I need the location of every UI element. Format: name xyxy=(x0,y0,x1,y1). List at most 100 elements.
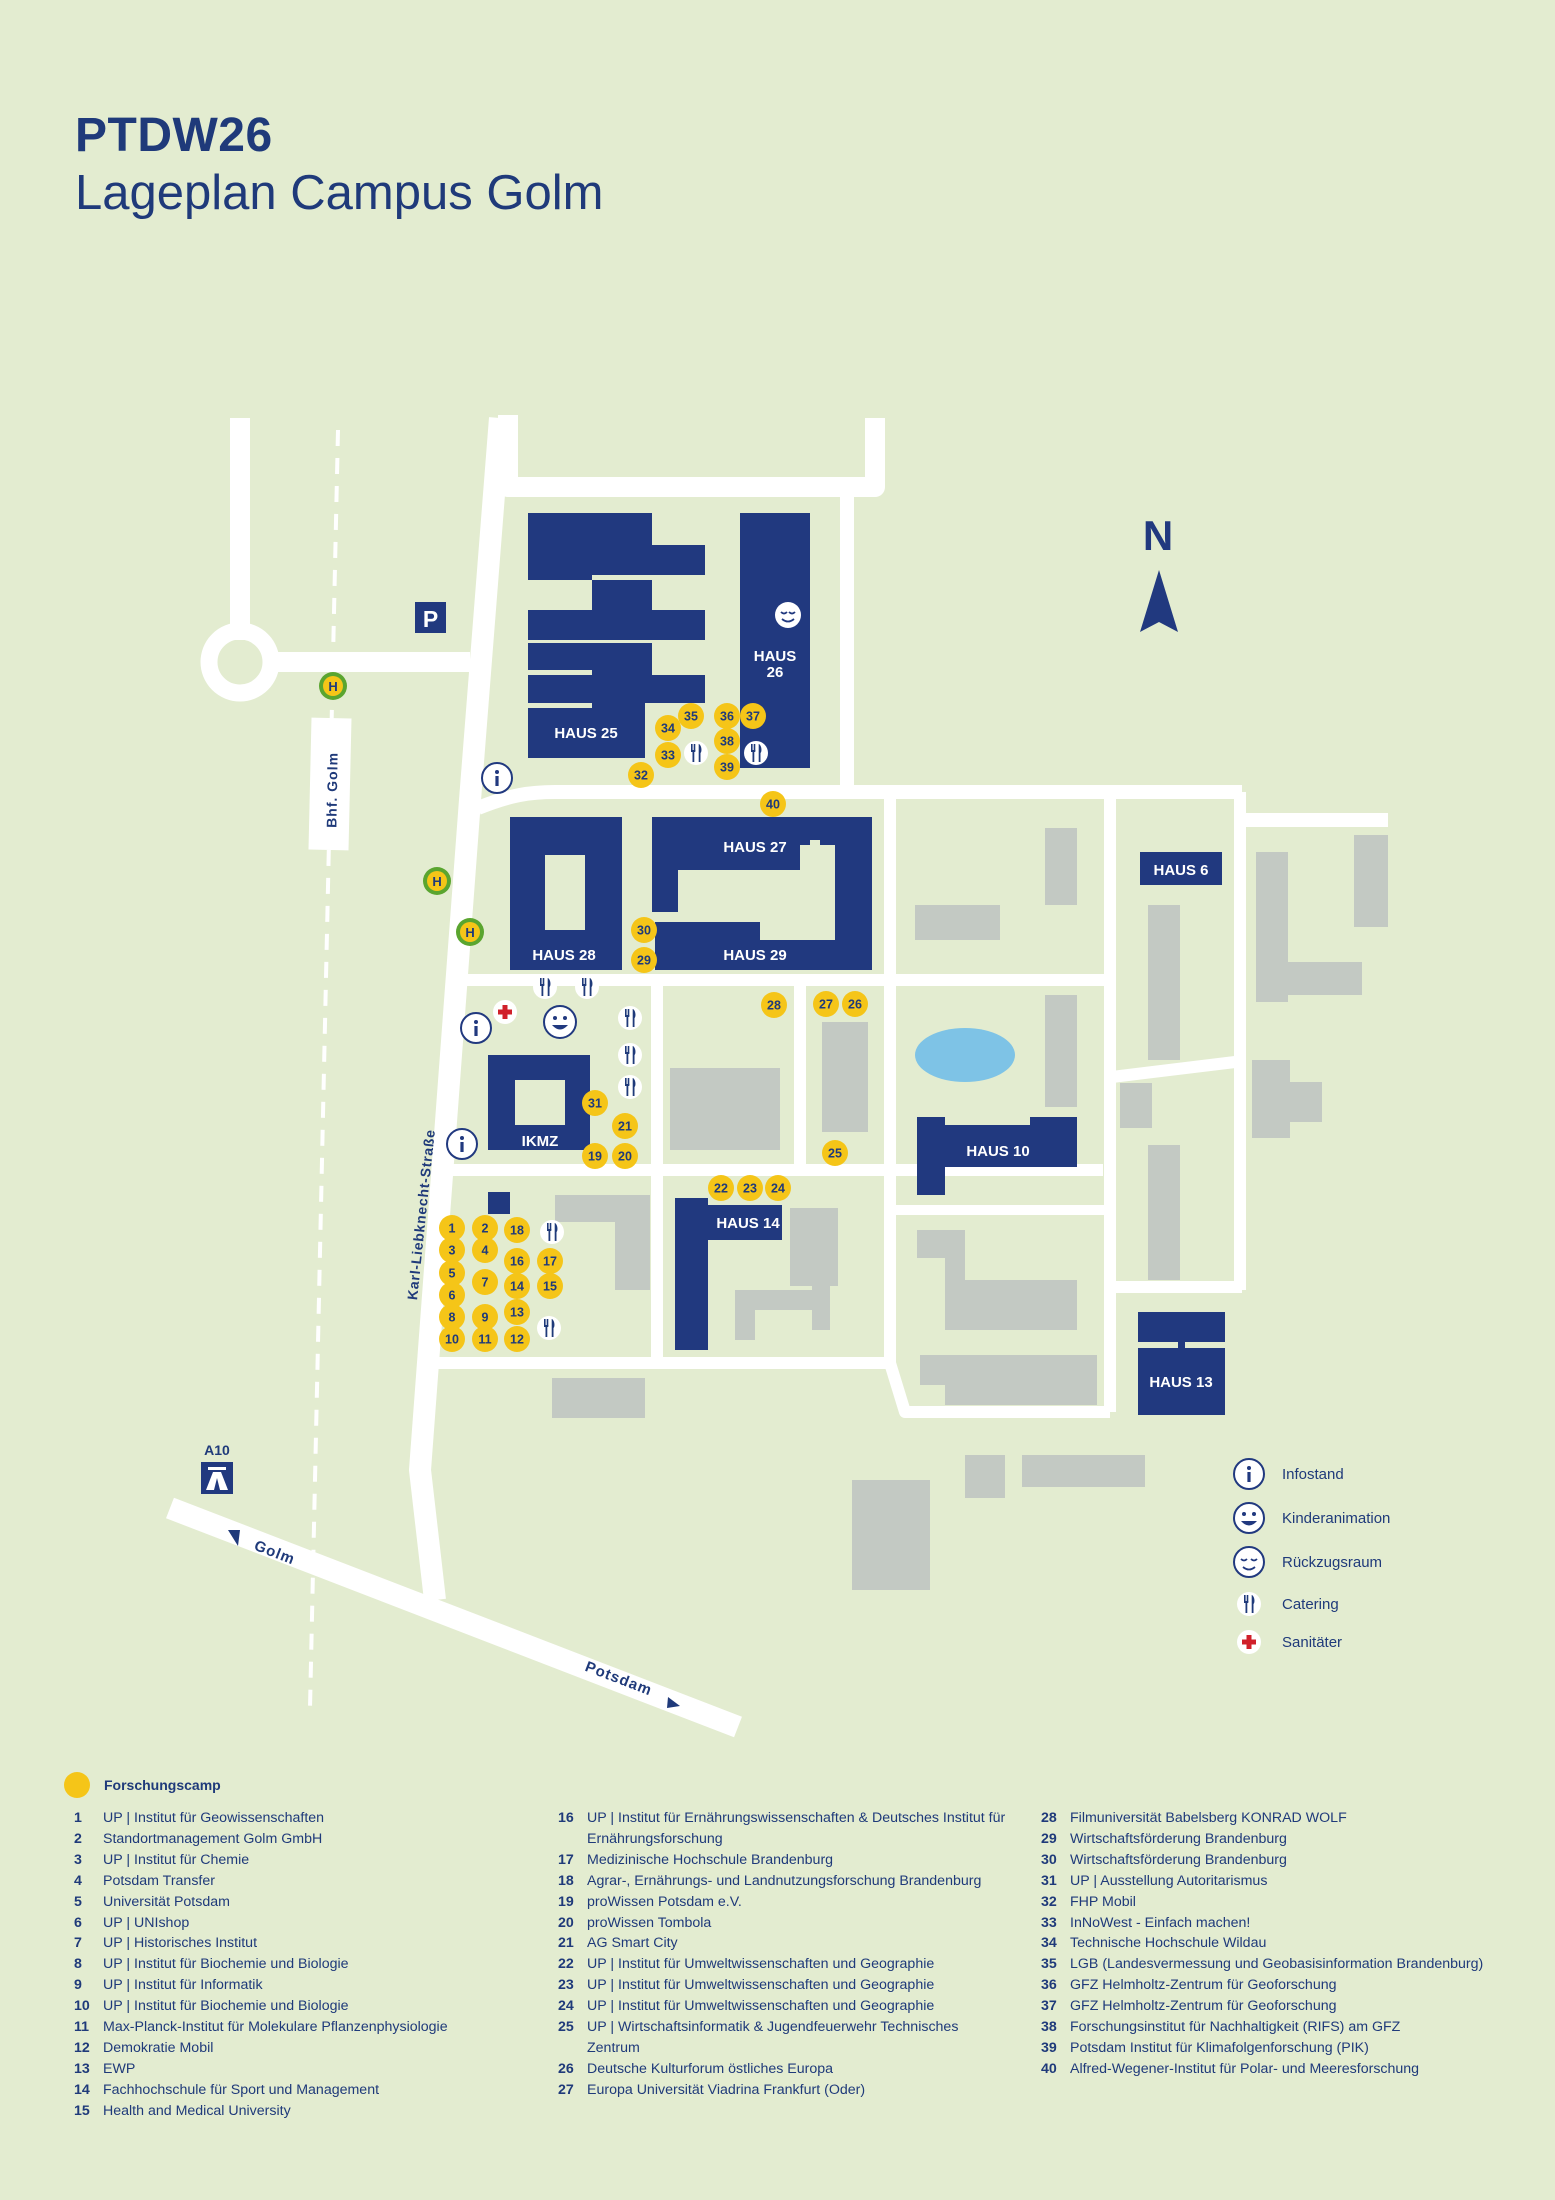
camp-list-item: 15 Health and Medical University xyxy=(74,2101,524,2122)
camp-marker: 36 xyxy=(714,703,740,729)
camp-list-number: 7 xyxy=(74,1935,82,1952)
info-icon xyxy=(1233,1458,1265,1490)
camp-list-number: 23 xyxy=(558,1977,574,1994)
station-label: Bhf. Golm xyxy=(323,752,340,828)
camp-list-text: Max-Planck-Institut für Molekulare Pflan… xyxy=(103,2019,448,2036)
legend-kinderanimation-label: Kinderanimation xyxy=(1282,1509,1391,1527)
camp-list-text: Technische Hochschule Wildau xyxy=(1070,1935,1267,1952)
svg-text:1: 1 xyxy=(449,1222,456,1236)
camp-list-text: Health and Medical University xyxy=(103,2102,291,2119)
camp-marker: 25 xyxy=(822,1140,848,1166)
camp-list-number: 32 xyxy=(1041,1893,1057,1910)
svg-text:38: 38 xyxy=(720,735,734,749)
camp-list-text: FHP Mobil xyxy=(1070,1893,1136,1910)
research-camp-header: Forschungscamp xyxy=(64,1772,221,1798)
first-aid-icon xyxy=(1237,1630,1261,1654)
camp-list-text: Potsdam Institut für Klimafolgenforschun… xyxy=(1070,2039,1369,2056)
arrow-potsdam-icon xyxy=(667,1697,680,1708)
camp-marker-icon xyxy=(64,1772,90,1798)
university-buildings xyxy=(488,513,1225,1415)
arrow-golm-icon xyxy=(228,1530,240,1546)
svg-text:H: H xyxy=(328,679,337,694)
camp-marker: 5 xyxy=(439,1260,465,1286)
catering-icon xyxy=(618,1075,642,1099)
catering-icon xyxy=(575,975,599,999)
camp-marker: 17 xyxy=(537,1248,563,1274)
camp-list-number: 1 xyxy=(74,1810,82,1826)
camp-marker: 15 xyxy=(537,1273,563,1299)
camp-list-text: GFZ Helmholtz-Zentrum für Geoforschung xyxy=(1070,1998,1337,2015)
research-camp-title: Forschungscamp xyxy=(104,1777,221,1793)
camp-list-number: 15 xyxy=(74,2102,90,2119)
camp-marker: 1 xyxy=(439,1215,465,1241)
bus-stops: H H H xyxy=(319,672,484,946)
svg-text:10: 10 xyxy=(445,1333,459,1347)
camp-marker: 20 xyxy=(612,1143,638,1169)
label-haus-13: HAUS 13 xyxy=(1149,1374,1212,1391)
camp-marker: 33 xyxy=(655,742,681,768)
parking-icon: P xyxy=(415,602,446,633)
camp-list-number: 20 xyxy=(558,1914,574,1931)
camp-list-number: 21 xyxy=(558,1935,574,1952)
campus-map: Bhf. Golm Karl-Liebknecht-Straße Golm Po… xyxy=(166,415,1388,1738)
camp-marker: 37 xyxy=(740,703,766,729)
pond xyxy=(915,1028,1015,1082)
camp-list-text: proWissen Tombola xyxy=(587,1914,712,1931)
camp-list-item: 20 proWissen Tombola xyxy=(558,1913,1008,1934)
camp-marker: 2 xyxy=(472,1215,498,1241)
camp-marker: 18 xyxy=(504,1217,530,1243)
svg-text:19: 19 xyxy=(588,1150,602,1164)
camp-list-number: 9 xyxy=(74,1977,82,1994)
rueckzugsraum-icon xyxy=(775,602,801,628)
camp-list-number: 36 xyxy=(1041,1977,1057,1994)
camp-list-text: UP | Institut für Umweltwissenschaften u… xyxy=(587,1977,935,1994)
svg-text:28: 28 xyxy=(767,999,781,1013)
camp-list-text: Medizinische Hochschule Brandenburg xyxy=(587,1851,834,1868)
svg-text:7: 7 xyxy=(482,1276,489,1290)
info-icon xyxy=(446,1128,478,1160)
page-subtitle: Lageplan Campus Golm xyxy=(75,166,604,220)
catering-icon xyxy=(744,741,768,765)
svg-text:P: P xyxy=(423,606,438,632)
legend-rueckzugsraum-label: Rückzugsraum xyxy=(1282,1553,1383,1571)
camp-list-number: 16 xyxy=(558,1810,574,1826)
camp-list-number: 30 xyxy=(1041,1851,1057,1868)
camp-list-number: 28 xyxy=(1041,1810,1057,1826)
camp-list-text: Standortmanagement Golm GmbH xyxy=(103,1830,323,1847)
catering-icon xyxy=(537,1316,561,1340)
camp-marker: 28 xyxy=(761,992,787,1018)
svg-text:9: 9 xyxy=(482,1311,489,1325)
building-haus-28 xyxy=(510,817,622,970)
svg-text:12: 12 xyxy=(510,1333,524,1347)
north-arrow-icon xyxy=(1140,570,1178,632)
camp-marker: 34 xyxy=(655,715,681,741)
camp-marker: 29 xyxy=(631,947,657,973)
camp-list-number: 35 xyxy=(1041,1956,1057,1973)
camp-list-number: 18 xyxy=(558,1872,574,1889)
catering-icon xyxy=(684,741,708,765)
camp-list-text: proWissen Potsdam e.V. xyxy=(587,1893,742,1910)
svg-text:27: 27 xyxy=(819,998,833,1012)
first-aid-icon xyxy=(493,1000,517,1024)
camp-list-number: 38 xyxy=(1041,2019,1057,2036)
camp-list-number: 3 xyxy=(74,1851,82,1868)
svg-text:25: 25 xyxy=(828,1147,842,1161)
north-label: N xyxy=(1143,512,1173,559)
camp-marker: 8 xyxy=(439,1304,465,1330)
label-haus-29: HAUS 29 xyxy=(723,947,786,964)
building-haus-6 xyxy=(1140,852,1222,885)
